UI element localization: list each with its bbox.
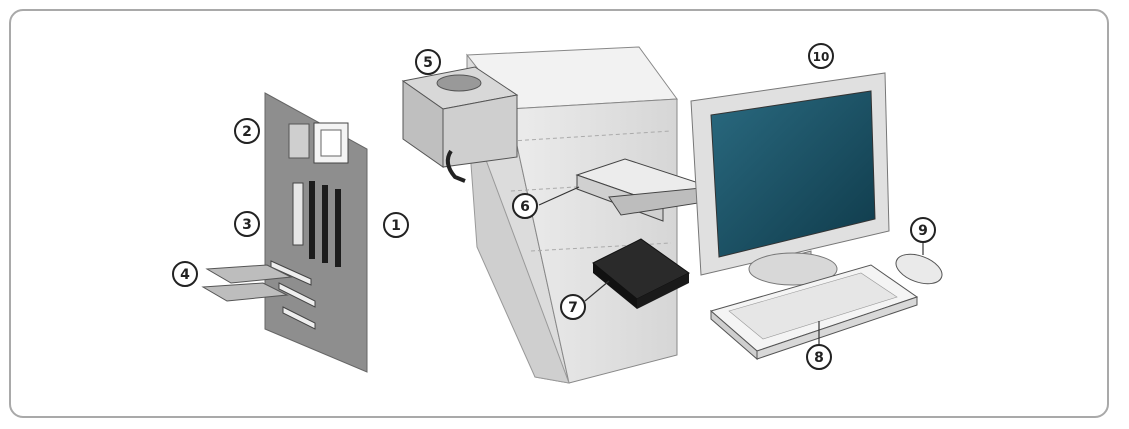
power-supply [401,66,519,183]
callout-5-label: 5 [423,55,433,71]
hard-drive [592,238,690,309]
callout-1: 1 [383,212,409,238]
mouse [895,253,943,285]
optical-drive [575,158,713,222]
callout-9: 9 [910,217,936,243]
expansion-cards [201,264,293,302]
callout-5: 5 [415,49,441,75]
callout-8-label: 8 [814,350,824,366]
expansion-slots [270,260,316,330]
callout-3: 3 [234,211,260,237]
callout-7-label: 7 [568,300,578,316]
leader-lines [538,186,924,347]
monitor [690,72,890,286]
callout-6-label: 6 [520,199,530,215]
callout-6: 6 [512,193,538,219]
motherboard [201,92,368,373]
cpu [288,122,349,164]
computer-parts-diagram: 1 2 3 4 5 6 7 8 9 10 [172,43,943,384]
callout-4: 4 [172,261,198,287]
callout-1-label: 1 [391,218,401,234]
callout-2: 2 [234,118,260,144]
callout-3-label: 3 [242,217,252,233]
callout-10: 10 [808,43,834,69]
keyboard [709,264,919,361]
callout-2-label: 2 [242,124,252,140]
callout-4-label: 4 [180,267,190,283]
ram [292,181,341,267]
callout-8: 8 [806,344,832,370]
callout-10-label: 10 [813,50,830,64]
diagram-frame: 1 2 3 4 5 6 7 8 9 10 [9,9,1109,418]
callout-9-label: 9 [918,223,928,239]
callout-7: 7 [560,294,586,320]
